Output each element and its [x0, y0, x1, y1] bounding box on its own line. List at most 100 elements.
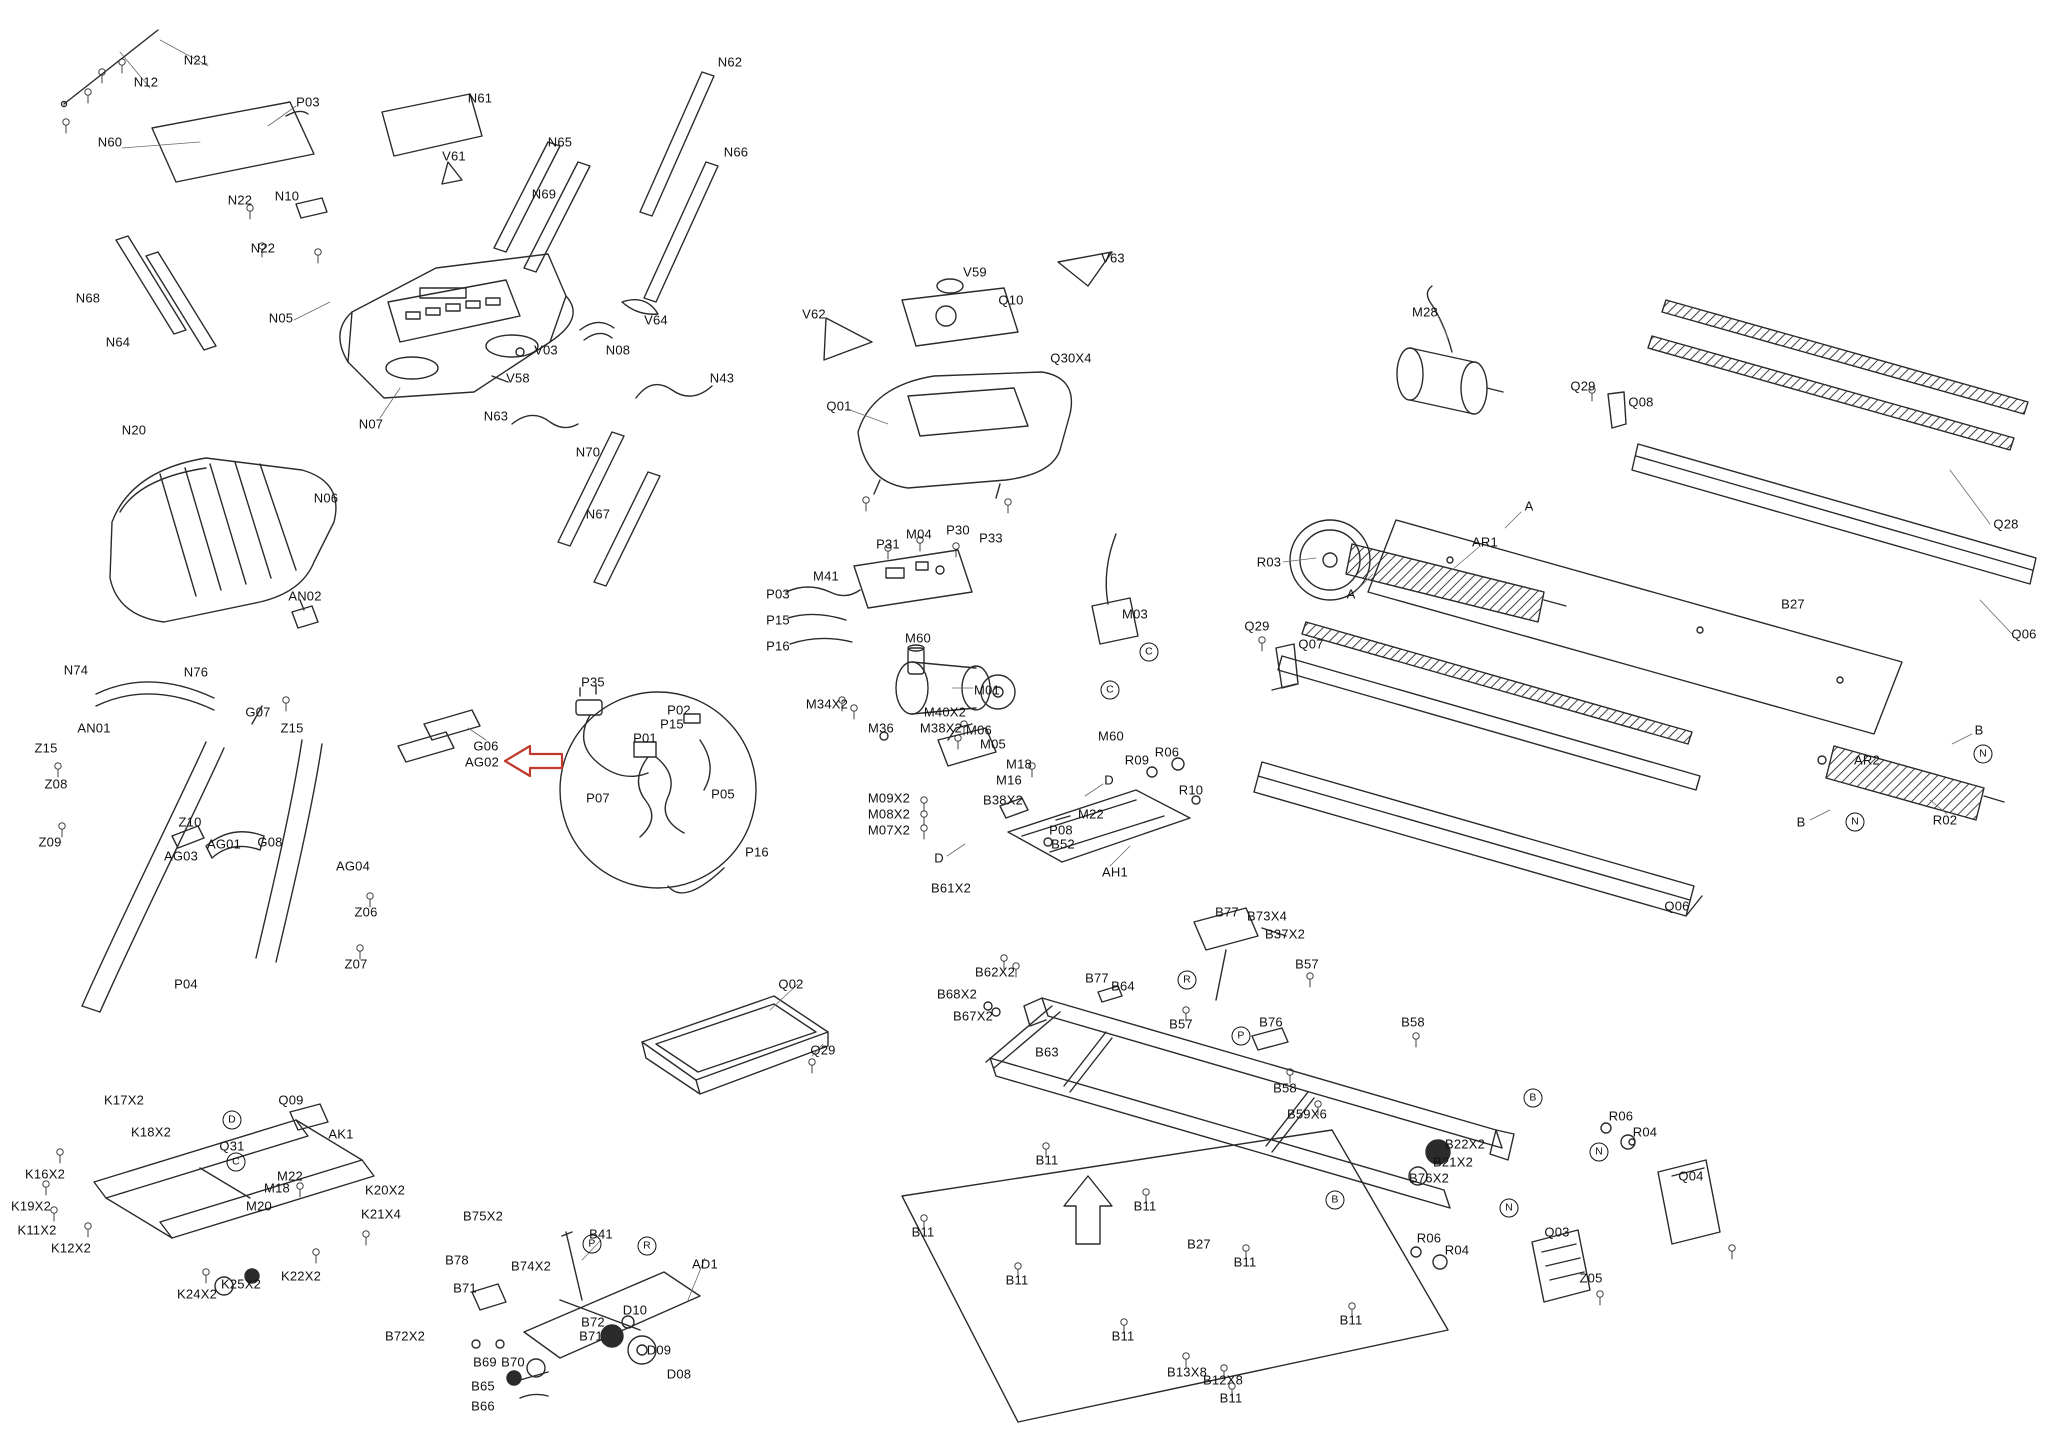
- part-label-m05: M05: [980, 736, 1006, 752]
- part-label-b22x2: B22X2: [1444, 1136, 1486, 1152]
- part-label-m60: M60: [1098, 728, 1124, 744]
- part-label-r: R: [637, 1236, 657, 1256]
- part-label-q06: Q06: [1664, 898, 1690, 914]
- part-label-b: B: [1523, 1088, 1543, 1108]
- part-label-m18: M18: [264, 1180, 290, 1196]
- part-label-b76x2: B76X2: [1408, 1170, 1450, 1186]
- part-label-m04: M04: [906, 526, 932, 542]
- part-label-v62: V62: [802, 306, 826, 322]
- part-label-p03: P03: [296, 94, 320, 110]
- part-label-d10: D10: [622, 1302, 648, 1318]
- part-label-n61: N61: [467, 90, 493, 106]
- part-label-m38x2: M38X2: [919, 720, 963, 736]
- part-label-p07: P07: [586, 790, 610, 806]
- part-label-m06: M06: [966, 722, 992, 738]
- part-label-ad1: AD1: [692, 1256, 718, 1272]
- part-label-c: C: [226, 1152, 246, 1172]
- part-label-k19x2: K19X2: [10, 1198, 52, 1214]
- part-label-q29: Q29: [810, 1042, 836, 1058]
- part-label-k17x2: K17X2: [103, 1092, 145, 1108]
- handrail-posts: [81, 599, 481, 1013]
- part-label-b13x8: B13X8: [1166, 1364, 1208, 1380]
- part-label-v03: V03: [534, 342, 558, 358]
- part-label-n07: N07: [358, 416, 384, 432]
- part-label-p16: P16: [745, 844, 769, 860]
- part-label-n74: N74: [63, 662, 89, 678]
- part-label-m18: M18: [1006, 756, 1032, 772]
- part-label-k21x4: K21X4: [360, 1206, 402, 1222]
- part-label-p02: P02: [667, 702, 691, 718]
- part-label-b63: B63: [1035, 1044, 1059, 1060]
- part-label-z10: Z10: [178, 814, 202, 830]
- part-label-z08: Z08: [44, 776, 68, 792]
- part-label-q02: Q02: [778, 976, 804, 992]
- part-label-n60: N60: [97, 134, 123, 150]
- part-label-z07: Z07: [344, 956, 368, 972]
- part-label-m07x2: M07X2: [867, 822, 911, 838]
- incline-assembly: [471, 1231, 701, 1399]
- part-label-d: D: [222, 1110, 242, 1130]
- part-label-r02: R02: [1932, 812, 1958, 828]
- part-label-n76: N76: [183, 664, 209, 680]
- motor-base-frame: [999, 789, 1191, 863]
- part-label-n22: N22: [250, 240, 276, 256]
- part-label-b75x2: B75X2: [462, 1208, 504, 1224]
- part-label-z06: Z06: [354, 904, 378, 920]
- base-frame-left: [93, 1103, 375, 1296]
- part-label-b71: B71: [579, 1328, 603, 1344]
- part-label-n10: N10: [274, 188, 300, 204]
- part-label-k12x2: K12X2: [50, 1240, 92, 1256]
- part-label-m28: M28: [1412, 304, 1438, 320]
- part-label-r: R: [1177, 970, 1197, 990]
- part-label-d: D: [934, 850, 944, 866]
- part-label-b: B: [1325, 1190, 1345, 1210]
- part-label-b11: B11: [1111, 1328, 1135, 1344]
- part-label-m09x2: M09X2: [867, 790, 911, 806]
- part-label-n12: N12: [133, 74, 159, 90]
- part-label-v64: V64: [644, 312, 668, 328]
- part-label-z15: Z15: [34, 740, 58, 756]
- part-label-b70: B70: [501, 1354, 525, 1370]
- part-label-m60: M60: [905, 630, 931, 646]
- part-label-p33: P33: [979, 530, 1003, 546]
- part-label-n08: N08: [605, 342, 631, 358]
- part-label-ak1: AK1: [328, 1126, 354, 1142]
- part-label-an02: AN02: [288, 588, 322, 604]
- part-label-n64: N64: [105, 334, 131, 350]
- part-label-p16: P16: [766, 638, 790, 654]
- part-label-b57: B57: [1295, 956, 1319, 972]
- part-label-z09: Z09: [38, 834, 62, 850]
- top-rails: [115, 71, 719, 587]
- part-label-r10: R10: [1178, 782, 1204, 798]
- part-label-m22: M22: [277, 1168, 303, 1184]
- part-label-q04: Q04: [1678, 1168, 1704, 1184]
- part-label-k24x2: K24X2: [176, 1286, 218, 1302]
- part-label-c: C: [1139, 642, 1159, 662]
- part-label-m03: M03: [1122, 606, 1148, 622]
- part-label-ag03: AG03: [163, 848, 199, 864]
- part-label-m08x2: M08X2: [867, 806, 911, 822]
- part-label-b78: B78: [445, 1252, 469, 1268]
- part-label-b58: B58: [1401, 1014, 1425, 1030]
- part-label-n: N: [1973, 744, 1993, 764]
- part-label-b73x4: B73X4: [1246, 908, 1288, 924]
- leader-lines: [119, 39, 2013, 1301]
- part-label-p: P: [1231, 1026, 1251, 1046]
- part-label-b77: B77: [1085, 970, 1109, 986]
- part-label-b59x6: B59X6: [1286, 1106, 1328, 1122]
- part-label-b52: B52: [1051, 836, 1075, 852]
- part-label-r03: R03: [1256, 554, 1282, 570]
- part-label-g08: G08: [257, 834, 283, 850]
- part-label-b62x2: B62X2: [974, 964, 1016, 980]
- part-label-ah1: AH1: [1102, 864, 1128, 880]
- part-label-p35: P35: [581, 674, 605, 690]
- part-label-b57: B57: [1169, 1016, 1193, 1032]
- part-label-an01: AN01: [77, 720, 111, 736]
- part-label-p01: P01: [633, 730, 657, 746]
- part-label-m20: M20: [246, 1198, 272, 1214]
- part-label-b72x2: B72X2: [384, 1328, 426, 1344]
- part-label-p04: P04: [174, 976, 198, 992]
- part-label-n43: N43: [709, 370, 735, 386]
